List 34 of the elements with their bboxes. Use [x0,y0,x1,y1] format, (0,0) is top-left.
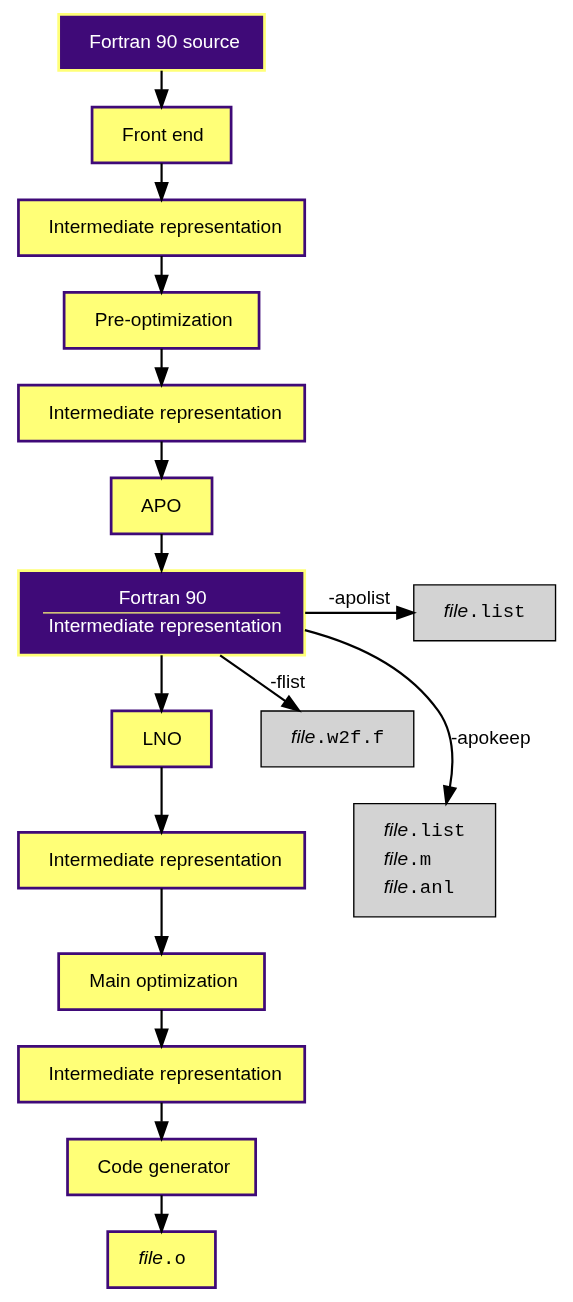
node-box: Intermediate representation [16,830,306,890]
node-box: Front end [90,105,232,165]
arrow [153,655,169,714]
edge-label: -flist [269,671,305,693]
arrow [304,629,457,807]
arrow [304,605,417,621]
node-box: APO [109,476,213,536]
node-box: Intermediate representation [16,198,306,258]
node-box: file.list [412,584,556,642]
edge-label: -apokeep [450,726,531,748]
edge-label: -apolist [327,586,390,608]
node-box: Intermediate representation [16,383,306,443]
node-box: file.list file.m file.anl [352,803,496,918]
node-box: Fortran 90 Intermediate representation [16,569,306,657]
node-box: file.w2f.f [259,710,414,768]
arrow [153,348,169,389]
arrow [219,654,302,713]
node-box: Code generator [65,1137,257,1197]
node-box: LNO [109,709,213,769]
arrow [153,1009,169,1050]
arrow [153,256,169,296]
arrow [153,1195,169,1235]
arrow [153,441,169,481]
arrow [153,534,169,574]
arrow [153,1102,169,1142]
arrow [153,70,169,110]
node-box: Intermediate representation [16,1044,306,1104]
node-box: Main optimization [56,952,266,1011]
node-box: Pre-optimization [62,291,260,350]
node-box: Fortran 90 source [56,13,266,72]
node-box: file.o [105,1230,217,1289]
arrow [153,767,169,836]
arrow [153,163,169,203]
arrow [153,888,169,957]
